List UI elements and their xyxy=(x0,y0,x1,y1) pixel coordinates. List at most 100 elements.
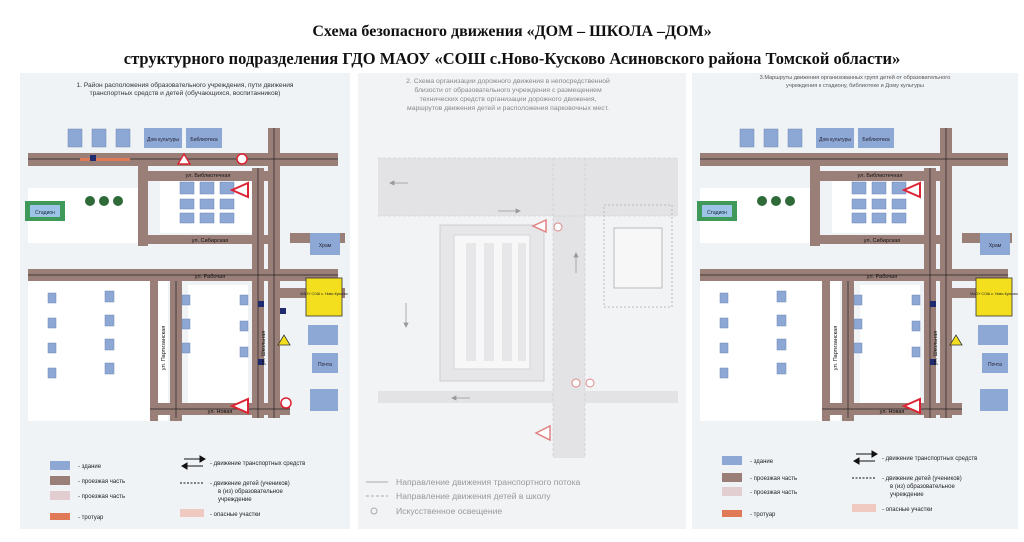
street-novaya: ул. Новая xyxy=(208,409,233,415)
panel2-heading-line2: близости от образовательного учреждения … xyxy=(414,86,602,94)
speed-limit-sign-icon xyxy=(585,378,595,388)
legend-swatch-building xyxy=(50,461,70,470)
yield-sign-icon xyxy=(901,181,921,199)
street-bibliotechnaya: ул. Библиотечная xyxy=(186,173,231,179)
street-bibliotechnaya: ул. Библиотечная xyxy=(858,173,903,179)
legend-children-1: - движение детей (учеников) xyxy=(882,475,962,482)
culture-house-label: Дом культуры xyxy=(819,137,851,143)
group-routes-map: 3.Маршруты движения организованных групп… xyxy=(697,74,1018,518)
legend-swatch-roadway2 xyxy=(722,487,742,496)
library xyxy=(858,128,894,148)
street-novaya: ул. Новая xyxy=(880,409,905,415)
traffic-organization-map: 2. Схема организации дорожного движения … xyxy=(366,77,678,516)
legend-swatch-building xyxy=(722,456,742,465)
legend-traffic: Направление движения транспортного поток… xyxy=(396,477,581,487)
legend: Направление движения транспортного поток… xyxy=(366,477,581,516)
sidewalk-strip xyxy=(80,158,130,161)
school-building xyxy=(975,277,1013,317)
panel2-heading-line4: маршрутов движения детей и расположения … xyxy=(407,104,609,112)
panel2-heading: 2. Схема организации дорожного движения … xyxy=(406,77,610,112)
yield-sign-icon xyxy=(229,397,249,415)
blocks xyxy=(28,178,260,421)
legend-children-3: учреждение xyxy=(890,492,924,498)
legend-swatch-danger xyxy=(852,504,876,512)
crosswalk-sign-icon xyxy=(90,155,96,161)
church-label: Храм xyxy=(319,243,332,249)
street-rabochaya: ул. Рабочая xyxy=(867,274,897,280)
traffic-arrows-icon xyxy=(181,455,206,470)
legend-children: Направление движения детей в школу xyxy=(396,491,551,501)
legend-roadway2: - проезжая часть xyxy=(750,490,797,496)
legend-swatch-roadway2 xyxy=(50,491,70,500)
panel-district-map: 1. Район расположения образовательного у… xyxy=(20,73,350,529)
street-shkolnaya: ул. Школьная xyxy=(261,331,267,366)
street-sibirskaya: ул. Сибирская xyxy=(864,238,901,244)
legend-swatch-danger xyxy=(180,509,204,517)
trees xyxy=(85,196,123,206)
church xyxy=(980,233,1010,255)
library-label: Библиотека xyxy=(190,137,217,143)
roads xyxy=(378,158,678,458)
parking-lot xyxy=(613,227,663,289)
traffic-arrows-icon xyxy=(853,450,878,465)
panel-group-routes: 3.Маршруты движения организованных групп… xyxy=(692,73,1018,529)
library xyxy=(186,128,222,148)
children-warning-sign-icon xyxy=(949,334,963,346)
speed-limit-sign-icon xyxy=(236,153,248,165)
church xyxy=(310,233,340,255)
speed-limit-sign-icon xyxy=(571,378,581,388)
culture-house xyxy=(144,128,182,148)
panel-traffic-organization: 2. Схема организации дорожного движения … xyxy=(358,73,686,529)
roadway xyxy=(28,128,345,421)
crosswalk-sign-icon xyxy=(258,301,264,307)
panel3-heading-line1: 3.Маршруты движения организованных групп… xyxy=(760,74,951,81)
crosswalk-sign-icon xyxy=(280,308,286,314)
legend-sidewalk: - тротуар xyxy=(750,512,776,518)
yield-sign-icon xyxy=(229,181,249,199)
buildings xyxy=(719,128,921,379)
library-label: Библиотека xyxy=(862,137,889,143)
post-office-label: Почта xyxy=(318,362,332,368)
church-label: Храм xyxy=(989,243,1002,249)
legend: - здание - проезжая часть - проезжая час… xyxy=(50,455,305,521)
panel2-heading-line1: 2. Схема организации дорожного движения … xyxy=(406,77,610,85)
legend-traffic: - движение транспортных средств xyxy=(882,456,977,462)
street-shkolnaya: ул. Школьная xyxy=(933,331,939,366)
legend-children-2: в (из) образовательное xyxy=(218,489,283,495)
crosswalk-sign-icon xyxy=(258,359,264,365)
street-rabochaya: ул. Рабочая xyxy=(195,274,225,280)
street-sibirskaya: ул. Сибирская xyxy=(192,238,229,244)
culture-house-label: Дом культуры xyxy=(147,137,179,143)
stadium-label: Стадион xyxy=(707,210,727,216)
stadium-label: Стадион xyxy=(35,210,55,216)
lighting-icon xyxy=(370,507,378,515)
panel1-heading-line2: транспортных средств и детей (обучающихс… xyxy=(90,89,281,97)
road-edges xyxy=(378,157,678,458)
children-warning-sign-icon xyxy=(277,334,291,346)
school-building xyxy=(305,277,343,317)
crosswalk-sign-icon xyxy=(930,359,936,365)
building-stripes xyxy=(466,243,526,361)
street-partizanskaya: ул. Партизанская xyxy=(833,326,839,370)
panel3-heading-line2: учреждения к стадиону, библиотеке и Дому… xyxy=(786,83,924,89)
blocks xyxy=(700,178,932,421)
legend-building: - здание xyxy=(750,459,774,465)
legend-roadway: - проезжая часть xyxy=(78,479,125,485)
school-label: МАОУ СОШ с. Ново-Кусково xyxy=(970,292,1018,296)
post-office xyxy=(312,353,338,373)
legend-building: - здание xyxy=(78,464,102,470)
legend-danger: - опасные участки xyxy=(210,512,260,518)
yield-sign-icon xyxy=(901,397,921,415)
yield-sign-icon xyxy=(531,218,547,234)
parking-area xyxy=(603,204,673,308)
building-east-2 xyxy=(980,389,1008,411)
stadium-field xyxy=(702,205,732,217)
speed-limit-sign-icon xyxy=(553,222,563,232)
panel2-heading-line3: технических средств организации дорожног… xyxy=(420,96,597,103)
legend-swatch-sidewalk xyxy=(50,513,70,520)
stadium-field xyxy=(30,205,60,217)
legend-swatch-roadway xyxy=(50,476,70,485)
legend-sidewalk: - тротуар xyxy=(78,515,104,521)
building-east-2 xyxy=(310,389,338,411)
speed-limit-sign-icon xyxy=(280,397,292,409)
